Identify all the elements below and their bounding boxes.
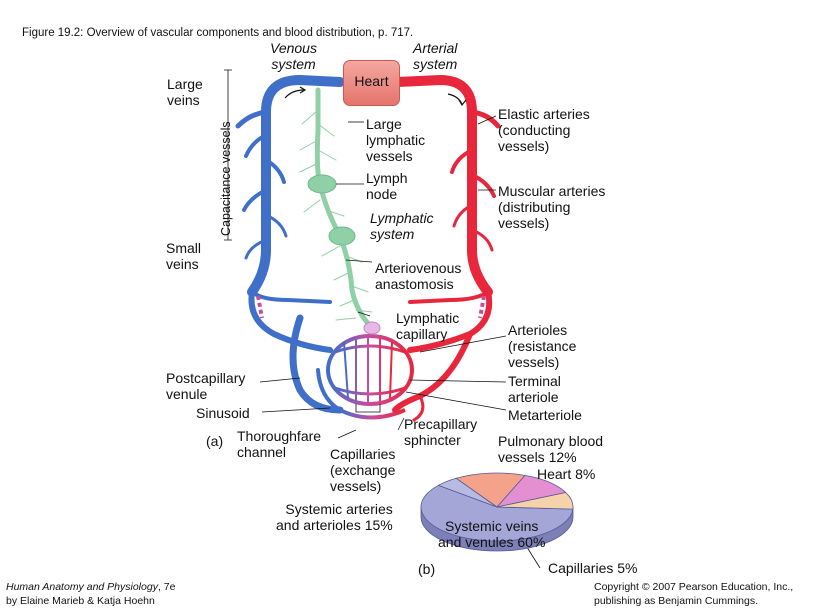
thoroughfare-channel-label: Thoroughfare channel <box>237 428 322 460</box>
terminal-arteriole-label: Terminal arteriole <box>508 373 561 405</box>
book-credit: Human Anatomy and Physiology, 7e <box>6 581 175 594</box>
lymphatic-vessels <box>299 87 381 335</box>
elastic-arteries-label: Elastic arteries (conducting vessels) <box>498 106 590 154</box>
pie-label-systemic-arteries: Systemic arteries and arterioles 15% <box>276 501 393 533</box>
heart-label: Heart <box>354 73 389 89</box>
muscular-arteries-label: Muscular arteries (distributing vessels) <box>498 183 606 231</box>
arterioles-label: Arterioles (resistance vessels) <box>508 322 577 370</box>
venous-system-label: Venous system <box>270 40 317 72</box>
lymphatic-capillary-label: Lymphatic capillary <box>396 310 460 342</box>
pie-label-capillaries: Capillaries 5% <box>548 560 638 576</box>
pie-label-heart: Heart 8% <box>537 466 596 482</box>
arterial-system-label: Arterial system <box>413 40 458 72</box>
lymphatic-system-label: Lymphatic system <box>370 210 434 242</box>
small-veins-label: Small veins <box>166 240 202 272</box>
copyright-line-1: Copyright © 2007 Pearson Education, Inc.… <box>594 581 794 593</box>
capillary-bed <box>326 334 414 420</box>
pie-slice-arteries <box>455 472 526 508</box>
arteriovenous-anastomosis-label: Arteriovenous anastomosis <box>375 260 462 292</box>
authors-credit: by Elaine Marieb & Katja Hoehn <box>6 595 155 607</box>
copyright-line-2: publishing as Benjamin Cummings. <box>594 595 758 607</box>
pie-label-pulmonary: Pulmonary blood vessels 12% <box>498 433 604 465</box>
capillaries-label: Capillaries (exchange vessels) <box>330 446 396 494</box>
part-b-marker: (b) <box>418 561 436 577</box>
postcapillary-venule-label: Postcapillary venule <box>166 370 246 402</box>
metarteriole-label: Metarteriole <box>508 407 582 423</box>
large-veins-label: Large veins <box>167 76 203 108</box>
lymph-node-label: Lymph node <box>366 170 408 202</box>
book-title: Human Anatomy and Physiology <box>6 581 158 593</box>
large-lymphatic-vessels-label: Large lymphatic vessels <box>366 116 426 164</box>
precapillary-sphincter-label: Precapillary sphincter <box>404 416 478 448</box>
arterial-vessels <box>392 74 501 422</box>
sinusoid-label: Sinusoid <box>196 405 250 421</box>
flow-arrows <box>284 86 467 107</box>
figure-caption: Figure 19.2: Overview of vascular compon… <box>22 27 414 39</box>
book-edition: , 7e <box>157 581 176 593</box>
anastomosis-dashes <box>256 295 486 319</box>
pie-label-systemic-veins: Systemic veins and venules 60% <box>438 518 546 550</box>
pie-slice-veins <box>420 484 574 542</box>
heart: Heart <box>343 60 400 106</box>
part-a-marker: (a) <box>206 433 224 449</box>
pie-slice-heart <box>496 492 574 510</box>
leader-lines <box>224 69 541 569</box>
